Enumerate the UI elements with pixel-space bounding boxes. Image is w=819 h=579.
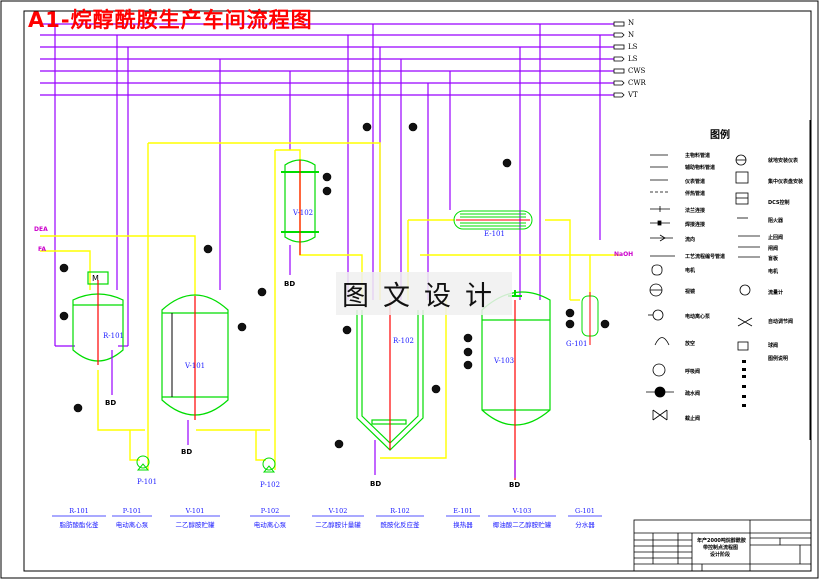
equipment-label-v101: V-101 [185,362,206,370]
drawing-border-inner [23,10,812,572]
legend-item-label: 闸阀 [768,246,779,252]
drain-label: BD [105,399,117,407]
equipment-list-name: 电动离心泵 [253,521,287,529]
equipment-list-name: 分水器 [575,521,595,529]
legend-item-label: 电动离心泵 [685,314,711,320]
legend-item-label: 仪表管道 [685,179,706,185]
legend-item-label: 止回阀 [768,235,784,241]
title-block-drawing: 带控制点流程图 [703,545,739,551]
legend-item-label: 盲板 [768,256,779,262]
legend-item-label: 主物料管道 [685,153,711,159]
title-block-project: 年产2000吨烷醇酰胺 [697,538,746,544]
drain-label: BD [370,480,382,488]
legend-item-label: DCS控制 [768,200,790,206]
equipment-list-name: 脂肪酸酯化釜 [59,521,99,529]
equipment-list-tag: G-101 [575,507,595,515]
legend-item-label: 就地安装仪表 [768,158,799,164]
legend-item-label: 电机 [685,268,696,274]
equipment-label-g101: G-101 [566,340,588,348]
legend-item-label: 集中仪表盘安装 [768,179,804,185]
feed-naoh-label: NaOH [614,251,634,258]
utility-terminals [613,21,625,98]
equipment-label-r102: R-102 [393,337,414,345]
utility-label: LS [628,43,638,51]
equipment-list-name: 换热器 [453,521,473,529]
equipment-list-name: 二乙醇胺贮罐 [175,521,215,529]
legend-item-label: 法兰连接 [685,208,706,214]
legend-title: 图例 [710,130,730,141]
heat-exchanger-e101 [453,210,533,230]
utility-label: LS [628,55,638,63]
equipment-list-tag: V-102 [328,507,348,515]
legend-item-label: 图例说明 [768,356,789,362]
legend-item-label: 自动调节阀 [768,319,794,325]
legend-item-label: 放空 [685,341,696,347]
equipment-list-name: 椰油酸二乙醇胺贮罐 [492,521,552,529]
drain-lines [111,245,516,478]
utility-label: CWS [628,67,646,75]
equipment-list-name: 二乙醇胺计量罐 [315,521,361,529]
equipment-list-tag: R-101 [69,507,89,515]
watermark: 图文设计 [336,272,512,315]
equipment-list-tag: V-103 [512,507,532,515]
equipment-list-tag: R-102 [390,507,410,515]
equipment-list-tag: P-102 [260,507,280,515]
legend-bullets [742,360,746,407]
legend-item-label: 工艺流程编号管道 [685,254,726,260]
pump-p101 [136,455,150,471]
legend-item-label: 伴热管道 [685,191,706,197]
equipment-label-e101: E-101 [484,230,505,238]
legend-item-label: 电机 [768,269,779,275]
title-block [633,519,812,572]
page-title: A1-烷醇酰胺生产车间流程图 [28,8,313,32]
legend-item-label: 辅助物料管道 [685,165,716,171]
drain-label: BD [284,280,296,288]
utility-label: N [628,19,635,27]
feed-dea-label: DEA [34,226,48,233]
legend-item-label: 呼吸阀 [685,369,701,375]
equipment-label-v103: V-103 [494,357,515,365]
drain-label: BD [509,481,521,489]
utility-label: CWR [628,79,646,87]
equipment-list-name: 电动离心泵 [115,521,149,529]
equipment-list-tag: P-101 [122,507,142,515]
title-block-stage: 设计阶段 [710,552,731,558]
legend-item-label: 流量计 [768,290,784,296]
drain-label: BD [181,448,193,456]
legend-item-label: 阻火器 [768,218,784,224]
legend-item-label: 视镜 [685,289,696,295]
equipment-label-p102: P-102 [260,481,281,489]
legend-item-label: 焊接连接 [685,222,706,228]
legend-item-label: 疏水阀 [685,391,701,397]
utility-drops [54,24,601,347]
legend-item-label: 截止阀 [685,416,701,422]
svg-text:M: M [92,274,99,283]
equipment-label-v102: V-102 [293,209,314,217]
utility-label: N [628,31,635,39]
equipment-label-p101: P-101 [137,478,158,486]
equipment-label-r101: R-101 [103,332,124,340]
equipment-list-name: 酰胺化反应釜 [380,521,420,529]
legend-item-label: 流向 [685,237,696,243]
equipment-list-tag: V-101 [185,507,205,515]
legend-item-label: 球阀 [768,343,779,349]
feed-fa-label: FA [38,246,47,253]
instrument-icons [59,122,610,449]
equipment-list-tag: E-101 [453,507,473,515]
pump-p102 [262,457,276,473]
utility-headers [40,23,614,96]
utility-label: VT [628,91,638,99]
legend-symbols [646,154,760,421]
